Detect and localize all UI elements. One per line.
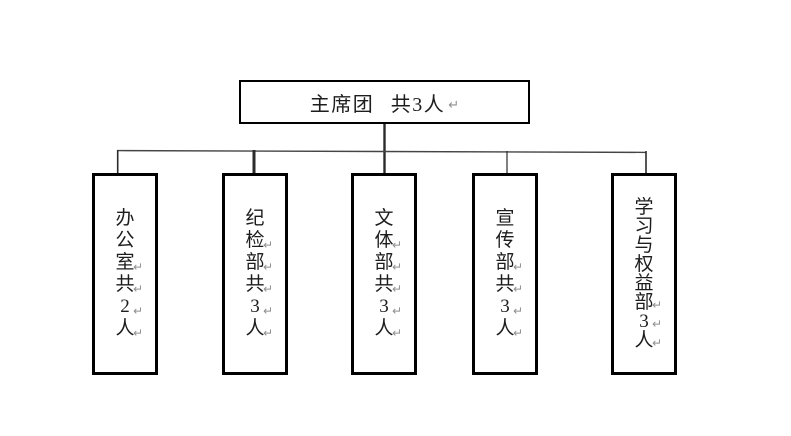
dept-node-culture-sports: 文体↵部↵共↵3↵人↵ (351, 173, 417, 375)
dept-node-office: 办公室↵共↵2↵人↵ (92, 173, 158, 375)
dept-char-line: 宣 (475, 208, 535, 230)
dept-char: 办 (115, 208, 135, 229)
dept-char: 2 (120, 296, 130, 317)
dept-char-line: 公 (95, 230, 155, 252)
dept-char-line: 与 (614, 236, 674, 255)
dept-char: 人 (245, 318, 265, 339)
connector-horizontal-rail (116, 149, 647, 154)
dept-char-line: 益 (614, 274, 674, 293)
dept-node-study-rights: 学习与权益部↵3↵人↵ (611, 173, 677, 375)
dept-char-line: 3↵ (475, 296, 535, 318)
dept-char: 部 (634, 292, 654, 313)
dept-char: 共 (374, 274, 394, 295)
line-break-mark-icon: ↵ (263, 282, 274, 296)
dept-char: 纪 (245, 208, 265, 229)
dept-char-line: 3↵ (614, 312, 674, 331)
line-break-mark-icon: ↵ (513, 326, 524, 340)
dept-char-line: 2↵ (95, 296, 155, 318)
dept-char: 3 (500, 296, 510, 317)
dept-char: 共 (495, 274, 515, 295)
dept-char-line: 办 (95, 208, 155, 230)
dept-char-line: 学 (614, 198, 674, 217)
dept-node-publicity: 宣传部↵共↵3↵人↵ (472, 173, 538, 375)
line-break-mark-icon: ↵ (263, 260, 274, 274)
dept-char: 宣 (495, 208, 515, 229)
dept-char-line: 人↵ (225, 318, 285, 340)
dept-char: 人 (495, 318, 515, 339)
line-break-mark-icon: ↵ (263, 304, 274, 318)
dept-char: 共 (245, 274, 265, 295)
line-break-mark-icon: ↵ (448, 97, 460, 113)
dept-char-line: 部↵ (354, 252, 414, 274)
line-break-mark-icon: ↵ (263, 326, 274, 340)
line-break-mark-icon: ↵ (652, 298, 663, 312)
dept-char-line: 部↵ (475, 252, 535, 274)
dept-char-line: 室↵ (95, 252, 155, 274)
dept-char: 人 (115, 318, 135, 339)
dept-char: 3 (379, 296, 389, 317)
dept-char-line: 部↵ (614, 293, 674, 312)
dept-char-line: 共↵ (475, 274, 535, 296)
line-break-mark-icon: ↵ (133, 326, 144, 340)
dept-char-line: 3↵ (354, 296, 414, 318)
dept-char-line: 文 (354, 208, 414, 230)
line-break-mark-icon: ↵ (133, 260, 144, 274)
line-break-mark-icon: ↵ (392, 326, 403, 340)
dept-char: 部 (374, 252, 394, 273)
dept-char: 部 (495, 252, 515, 273)
dept-char: 益 (634, 273, 654, 294)
line-break-mark-icon: ↵ (392, 260, 403, 274)
dept-char: 习 (634, 216, 654, 237)
dept-char-line: 传 (475, 230, 535, 252)
line-break-mark-icon: ↵ (652, 317, 663, 331)
dept-char: 公 (115, 230, 135, 251)
dept-char: 传 (495, 230, 515, 251)
dept-char: 室 (115, 252, 135, 273)
line-break-mark-icon: ↵ (513, 282, 524, 296)
dept-char: 人 (374, 318, 394, 339)
root-node: 主席团 共3人 ↵ (239, 80, 530, 124)
line-break-mark-icon: ↵ (392, 282, 403, 296)
dept-char-line: 3↵ (225, 296, 285, 318)
line-break-mark-icon: ↵ (392, 238, 403, 252)
dept-char: 3 (250, 296, 260, 317)
dept-char-line: 人↵ (354, 318, 414, 340)
dept-char: 学 (634, 197, 654, 218)
line-break-mark-icon: ↵ (133, 304, 144, 318)
dept-char: 体 (374, 230, 394, 251)
dept-node-discipline: 纪检↵部↵共↵3↵人↵ (222, 173, 288, 375)
root-label: 主席团 共3人 (309, 93, 446, 116)
dept-char: 检 (245, 230, 265, 251)
dept-char: 3 (639, 311, 649, 332)
dept-char-line: 人↵ (475, 318, 535, 340)
line-break-mark-icon: ↵ (392, 304, 403, 318)
dept-char-line: 共↵ (95, 274, 155, 296)
line-break-mark-icon: ↵ (513, 304, 524, 318)
line-break-mark-icon: ↵ (652, 336, 663, 350)
dept-char: 人 (634, 330, 654, 351)
dept-char-line: 人↵ (95, 318, 155, 340)
dept-char: 部 (245, 252, 265, 273)
dept-char: 文 (374, 208, 394, 229)
line-break-mark-icon: ↵ (263, 238, 274, 252)
dept-char-line: 权 (614, 255, 674, 274)
dept-char-line: 人↵ (614, 331, 674, 350)
dept-char-line: 共↵ (225, 274, 285, 296)
dept-char-line: 共↵ (354, 274, 414, 296)
dept-char-line: 检↵ (225, 230, 285, 252)
dept-char-line: 部↵ (225, 252, 285, 274)
dept-char-line: 习 (614, 217, 674, 236)
dept-char-line: 纪 (225, 208, 285, 230)
dept-char: 与 (634, 235, 654, 256)
line-break-mark-icon: ↵ (513, 260, 524, 274)
line-break-mark-icon: ↵ (133, 282, 144, 296)
dept-char: 共 (115, 274, 135, 295)
dept-char-line: 体↵ (354, 230, 414, 252)
dept-char: 权 (634, 254, 654, 275)
